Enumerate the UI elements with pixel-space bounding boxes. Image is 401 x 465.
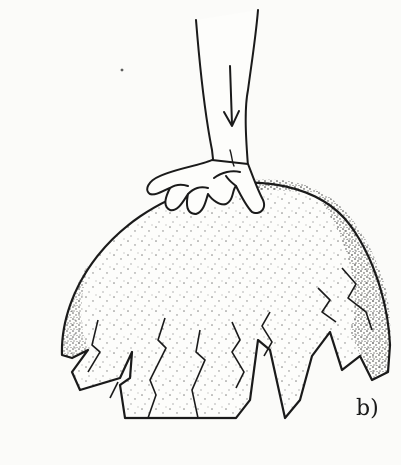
paper-speck [121, 69, 124, 72]
arm [196, 10, 258, 168]
figure-label: b) [356, 398, 379, 420]
